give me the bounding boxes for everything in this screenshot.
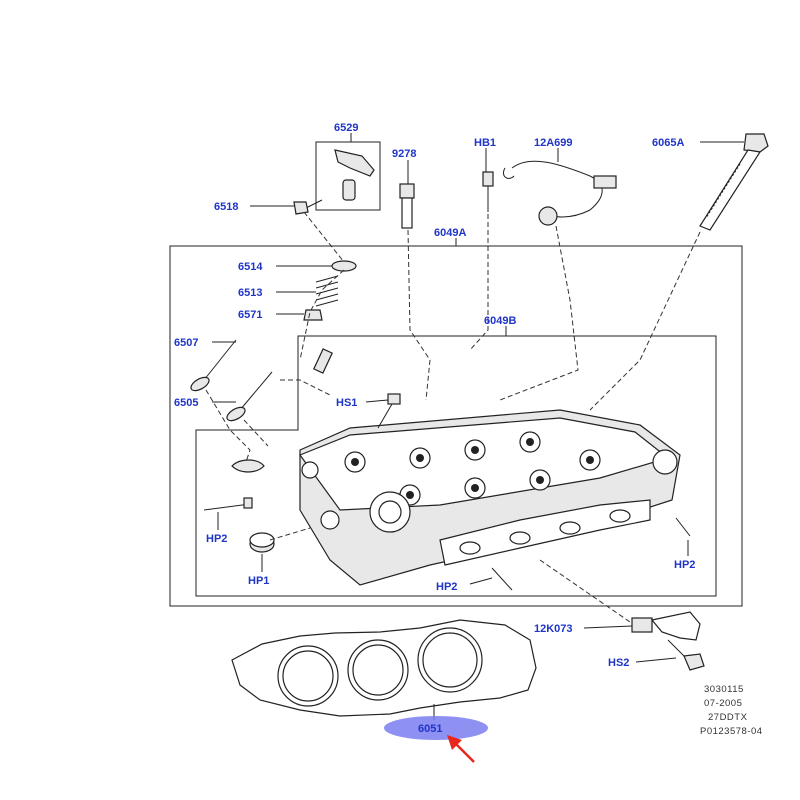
frame-6049B	[195, 335, 717, 597]
label-hs2: HS2	[608, 657, 629, 669]
valve-seal	[303, 309, 323, 321]
label-12K073: 12K073	[534, 623, 573, 635]
valve-keeper	[293, 201, 309, 215]
assembly-lines	[205, 211, 701, 623]
label-hp2-left: HP2	[206, 533, 227, 545]
ref-line-1: 3030115	[704, 684, 744, 695]
label-12A699: 12A699	[534, 137, 573, 149]
label-6529: 6529	[334, 122, 358, 134]
sensor-9278	[399, 183, 415, 229]
rocker-arm	[305, 141, 381, 211]
pin-hp2-right	[675, 517, 691, 537]
valve-6507	[190, 339, 237, 392]
ref-line-2: 07-2005	[704, 698, 742, 709]
label-6507: 6507	[174, 337, 198, 349]
label-9278: 9278	[392, 148, 416, 160]
bolt-hs2	[667, 639, 705, 671]
valve-spring	[315, 275, 339, 307]
label-6049A: 6049A	[434, 227, 466, 239]
valve-6505	[226, 371, 273, 422]
label-6049B: 6049B	[484, 315, 516, 327]
ref-line-4: P0123578-04	[700, 726, 763, 737]
ref-line-3: 27DDTX	[708, 712, 748, 723]
label-6513: 6513	[238, 287, 262, 299]
label-6518: 6518	[214, 201, 238, 213]
head-bolt-6065A	[699, 133, 769, 231]
head-gasket	[231, 619, 537, 717]
label-6051: 6051	[418, 723, 442, 735]
knock-sensor-12A699	[502, 160, 617, 226]
sensor-12K073	[631, 611, 701, 641]
leader-lines	[212, 133, 744, 720]
pin-hp2-left	[203, 497, 253, 511]
label-6505: 6505	[174, 397, 198, 409]
label-hp2-right: HP2	[674, 559, 695, 571]
label-6514: 6514	[238, 261, 263, 273]
label-hp2-mid: HP2	[436, 581, 457, 593]
cylinder-head	[299, 409, 681, 586]
bolt-hb1	[482, 171, 494, 212]
label-6571: 6571	[238, 309, 262, 321]
label-6065A: 6065A	[652, 137, 684, 149]
highlight-ellipse-6051	[384, 716, 488, 740]
pin-hp2-mid	[491, 567, 513, 591]
label-hs1: HS1	[336, 397, 357, 409]
label-hb1: HB1	[474, 137, 496, 149]
dowel-hp1	[249, 532, 275, 553]
red-arrow	[447, 735, 475, 763]
valve-guide	[313, 348, 333, 374]
valve-seat-insert	[231, 459, 265, 473]
bolt-hs1	[377, 393, 401, 429]
label-hp1: HP1	[248, 575, 269, 587]
valve-spring-retainer	[331, 260, 357, 272]
